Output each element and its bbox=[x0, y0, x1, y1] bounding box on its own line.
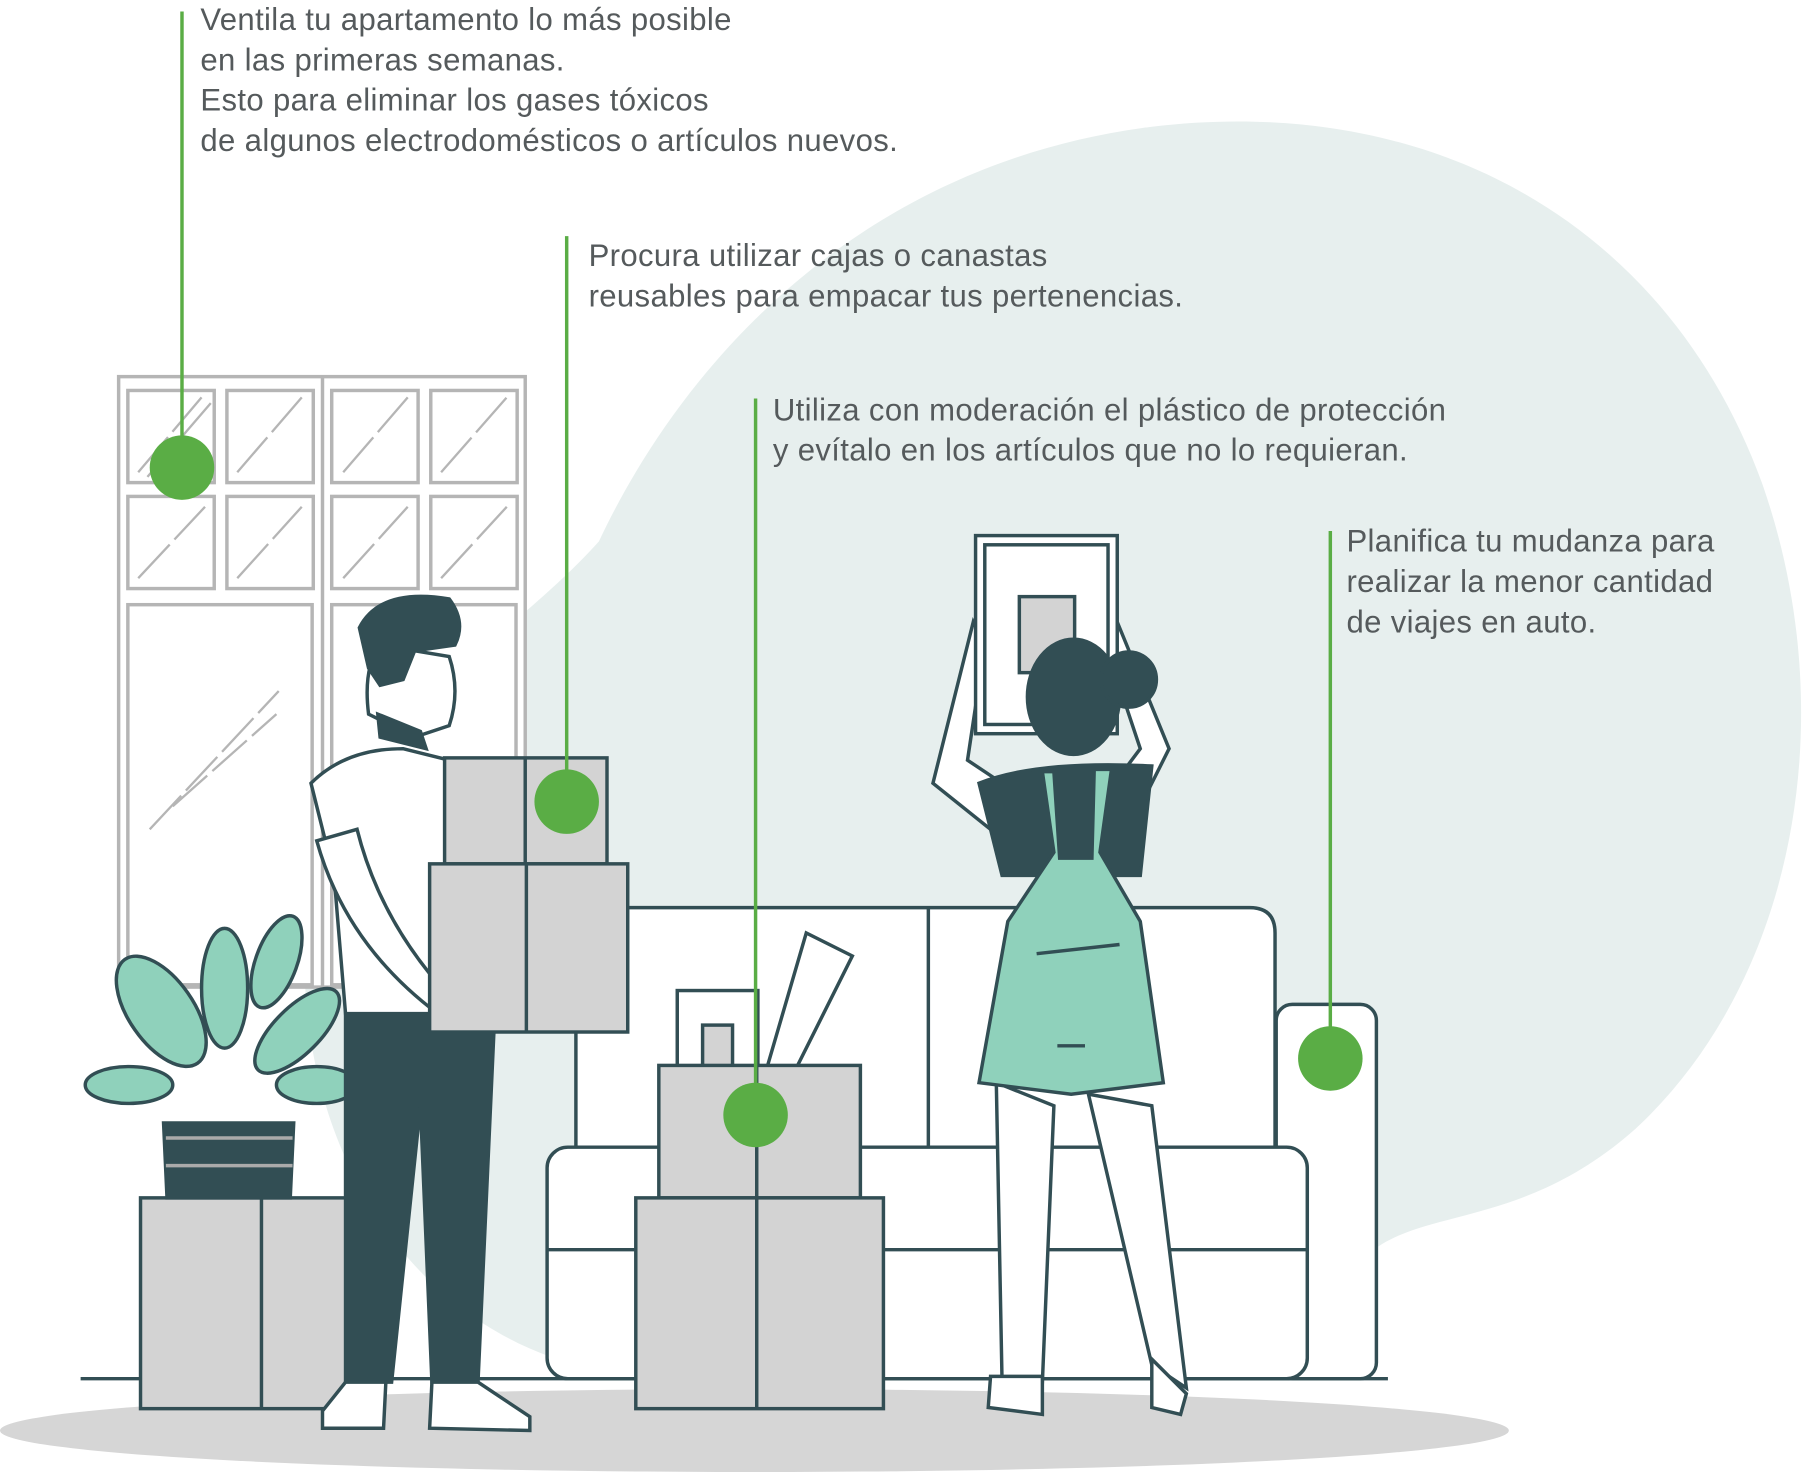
tip-ventilation: Ventila tu apartamento lo más posible en… bbox=[200, 0, 898, 161]
tip-line: Utiliza con moderación el plástico de pr… bbox=[772, 392, 1447, 428]
tip-line: de algunos electrodomésticos o artículos… bbox=[200, 123, 899, 158]
tip-line: Planifica tu mudanza para bbox=[1346, 524, 1715, 559]
tip-plastic: Utiliza con moderación el plástico de pr… bbox=[773, 390, 1446, 471]
tip-line: de viajes en auto. bbox=[1346, 604, 1597, 640]
tip-line: Esto para eliminar los gases tóxicos bbox=[200, 82, 709, 118]
tip-reusable-boxes: Procura utilizar cajas o canastas reusab… bbox=[589, 236, 1184, 317]
tip-line: Procura utilizar cajas o canastas bbox=[588, 238, 1048, 273]
callout-dot-2 bbox=[534, 769, 599, 834]
plant bbox=[83, 914, 359, 1200]
tip-plan-move: Planifica tu mudanza para realizar la me… bbox=[1346, 522, 1714, 643]
tip-line: y evítalo en los artículos que no lo req… bbox=[772, 433, 1409, 468]
callout-dot-1 bbox=[149, 435, 215, 500]
woman-hanging-picture bbox=[931, 533, 1189, 1417]
tip-line: Ventila tu apartamento lo más posible bbox=[200, 2, 732, 37]
callout-markers bbox=[149, 11, 1363, 1148]
side-boxes bbox=[138, 1196, 373, 1411]
tip-line: realizar la menor cantidad bbox=[1346, 564, 1714, 599]
callout-dot-4 bbox=[1298, 1026, 1363, 1091]
center-boxes bbox=[634, 930, 886, 1411]
callout-dot-3 bbox=[723, 1082, 788, 1148]
tip-line: reusables para empacar tus pertenencias. bbox=[588, 278, 1184, 314]
tip-line: en las primeras semanas. bbox=[200, 42, 565, 78]
